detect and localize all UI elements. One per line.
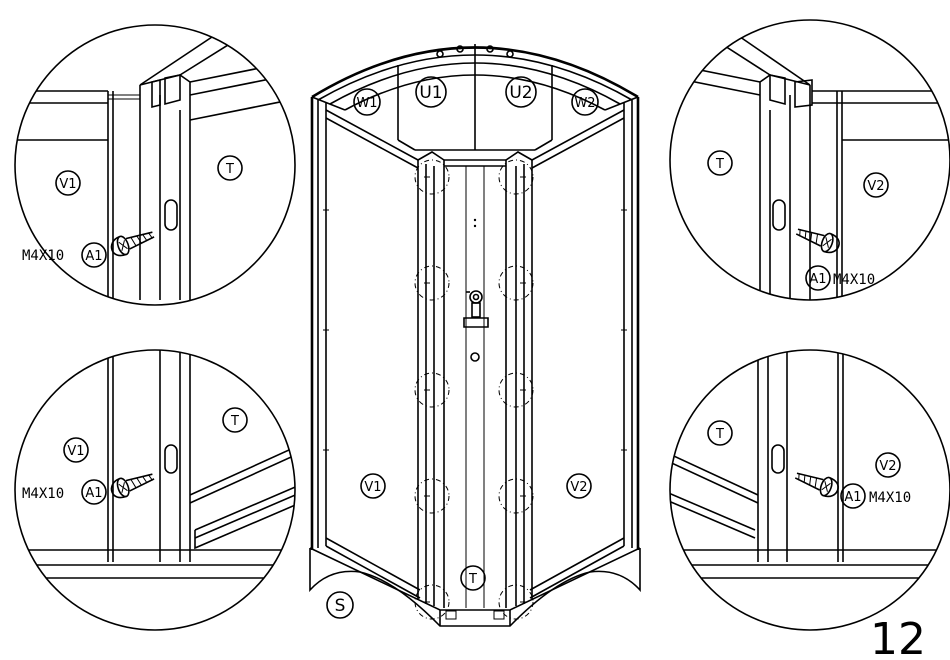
detail-top-right: T V2 A1 M4X10 (650, 20, 950, 300)
svg-text:A1: A1 (844, 490, 861, 505)
label-s: S (327, 592, 353, 618)
svg-text:A1: A1 (85, 249, 102, 264)
svg-text:T: T (230, 414, 239, 429)
svg-text:A1: A1 (85, 486, 102, 501)
screw-size-label: M4X10 (833, 272, 875, 288)
label-w2: W2 (572, 89, 598, 115)
svg-text:U1: U1 (419, 83, 442, 103)
label-t: T (218, 156, 242, 180)
shower-tray (310, 548, 640, 626)
label-v1: V1 (64, 438, 88, 462)
shower-enclosure: U1 U2 W1 W2 V1 V2 T S (310, 44, 640, 626)
svg-text:V2: V2 (867, 179, 884, 194)
label-v2: V2 (876, 453, 900, 477)
label-u2: U2 (506, 77, 536, 107)
svg-text:T: T (715, 157, 724, 172)
screw-size-label: M4X10 (22, 486, 64, 502)
label-a1: A1 (806, 266, 830, 290)
svg-text:T: T (225, 162, 234, 177)
svg-text:V2: V2 (879, 459, 896, 474)
svg-text:W1: W1 (356, 96, 377, 111)
label-t-center: T (461, 566, 485, 590)
svg-text:A1: A1 (809, 272, 826, 287)
label-u1: U1 (416, 77, 446, 107)
page-number: 12 (870, 614, 926, 660)
detail-bottom-right: T V2 A1 M4X10 (650, 340, 950, 630)
svg-text:V1: V1 (67, 444, 84, 459)
label-a1: A1 (841, 484, 865, 508)
svg-text:S: S (335, 596, 346, 616)
label-a1: A1 (82, 480, 106, 504)
screw-size-label: M4X10 (869, 490, 911, 506)
label-w1: W1 (354, 89, 380, 115)
drain-outlet-icon (471, 353, 479, 361)
svg-text:T: T (468, 572, 477, 587)
label-v1: V1 (56, 171, 80, 195)
label-t: T (708, 151, 732, 175)
detail-bottom-left: V1 T A1 M4X10 (10, 340, 300, 630)
svg-text:W2: W2 (574, 96, 595, 111)
detail-top-left: V1 T A1 M4X10 (10, 25, 300, 305)
svg-text:V1: V1 (364, 480, 381, 495)
svg-text:U2: U2 (509, 83, 532, 103)
svg-text:V2: V2 (570, 480, 587, 495)
label-t: T (223, 408, 247, 432)
label-v1-center: V1 (361, 474, 385, 498)
screw-size-label: M4X10 (22, 248, 64, 264)
label-v2: V2 (864, 173, 888, 197)
label-a1: A1 (82, 243, 106, 267)
svg-text:T: T (715, 427, 724, 442)
svg-text:V1: V1 (59, 177, 76, 192)
label-t: T (708, 421, 732, 445)
label-v2-center: V2 (567, 474, 591, 498)
